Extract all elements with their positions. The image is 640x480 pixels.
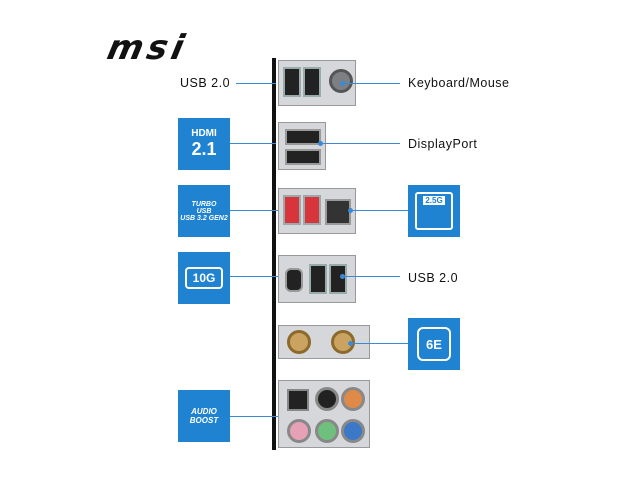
audio-jack-blue: [341, 419, 365, 443]
wifi-version-text: 6E: [426, 336, 442, 352]
audio-jack-pink: [287, 419, 311, 443]
turbo-usb-badge: TURBO USB USB 3.2 GEN2: [178, 185, 230, 237]
usb-c-badge: 10G: [178, 252, 230, 304]
label-usb20-mid: USB 2.0: [408, 271, 459, 285]
connector-dot: [340, 81, 345, 86]
optical-spdif-port: [287, 389, 309, 411]
hdmi-version: 2.1: [191, 139, 217, 159]
hdmi-port: [285, 129, 321, 145]
hdmi-icon: HDMI: [191, 128, 217, 139]
connector-dot: [318, 141, 323, 146]
connector-dot: [348, 208, 353, 213]
connector-line: [344, 83, 400, 84]
usb-port: [329, 264, 347, 294]
usb-port: [309, 264, 327, 294]
connector-dot: [348, 341, 353, 346]
usb-lan-port-group: [278, 188, 356, 234]
label-usb20-top: USB 2.0: [180, 76, 231, 90]
connector-line: [320, 143, 400, 144]
hdmi-dp-port-group: [278, 122, 326, 170]
wifi-6e-badge: 6E: [408, 318, 460, 370]
connector-line: [236, 83, 276, 84]
label-keyboard-mouse: Keyboard/Mouse: [408, 76, 510, 90]
displayport-port: [285, 149, 321, 165]
io-bracket: [272, 58, 276, 450]
turbo-text: TURBO: [191, 200, 217, 208]
audio-jack-black: [315, 387, 339, 411]
connector-line: [350, 210, 408, 211]
wifi-antenna-group: [278, 325, 370, 359]
audio-jack-group: [278, 380, 370, 448]
usb-c-port: [285, 268, 303, 292]
lan-port: [325, 199, 351, 225]
connector-line: [230, 276, 290, 277]
connector-line: [230, 143, 276, 144]
msi-logo: msi: [103, 28, 192, 68]
usb32-port: [303, 195, 321, 225]
usb32-port: [283, 195, 301, 225]
connector-line: [342, 276, 400, 277]
wifi-icon: 6E: [417, 327, 451, 361]
usb-gen-text: USB 3.2 GEN2: [180, 214, 228, 222]
usb-ps2-port-group: [278, 60, 356, 106]
antenna-connector: [287, 330, 311, 354]
usb-port: [303, 67, 321, 97]
lan-icon: 2.5G: [415, 192, 453, 230]
boost-text: BOOST: [189, 416, 219, 425]
label-displayport: DisplayPort: [408, 137, 478, 151]
connector-dot: [340, 274, 345, 279]
usb-text: USB: [196, 207, 212, 215]
connector-line: [230, 416, 278, 417]
audio-boost-badge: AUDIO BOOST: [178, 390, 230, 442]
connector-line: [230, 210, 282, 211]
audio-jack-green: [315, 419, 339, 443]
hdmi-badge: HDMI 2.1: [178, 118, 230, 170]
usbc-usb-port-group: [278, 255, 356, 303]
lan-badge: 2.5G: [408, 185, 460, 237]
audio-text: AUDIO: [191, 407, 217, 416]
audio-jack-orange: [341, 387, 365, 411]
usb-c-speed-text: 10G: [184, 267, 224, 289]
usb-port: [283, 67, 301, 97]
connector-line: [350, 343, 408, 344]
lan-speed-text: 2.5G: [423, 196, 445, 205]
